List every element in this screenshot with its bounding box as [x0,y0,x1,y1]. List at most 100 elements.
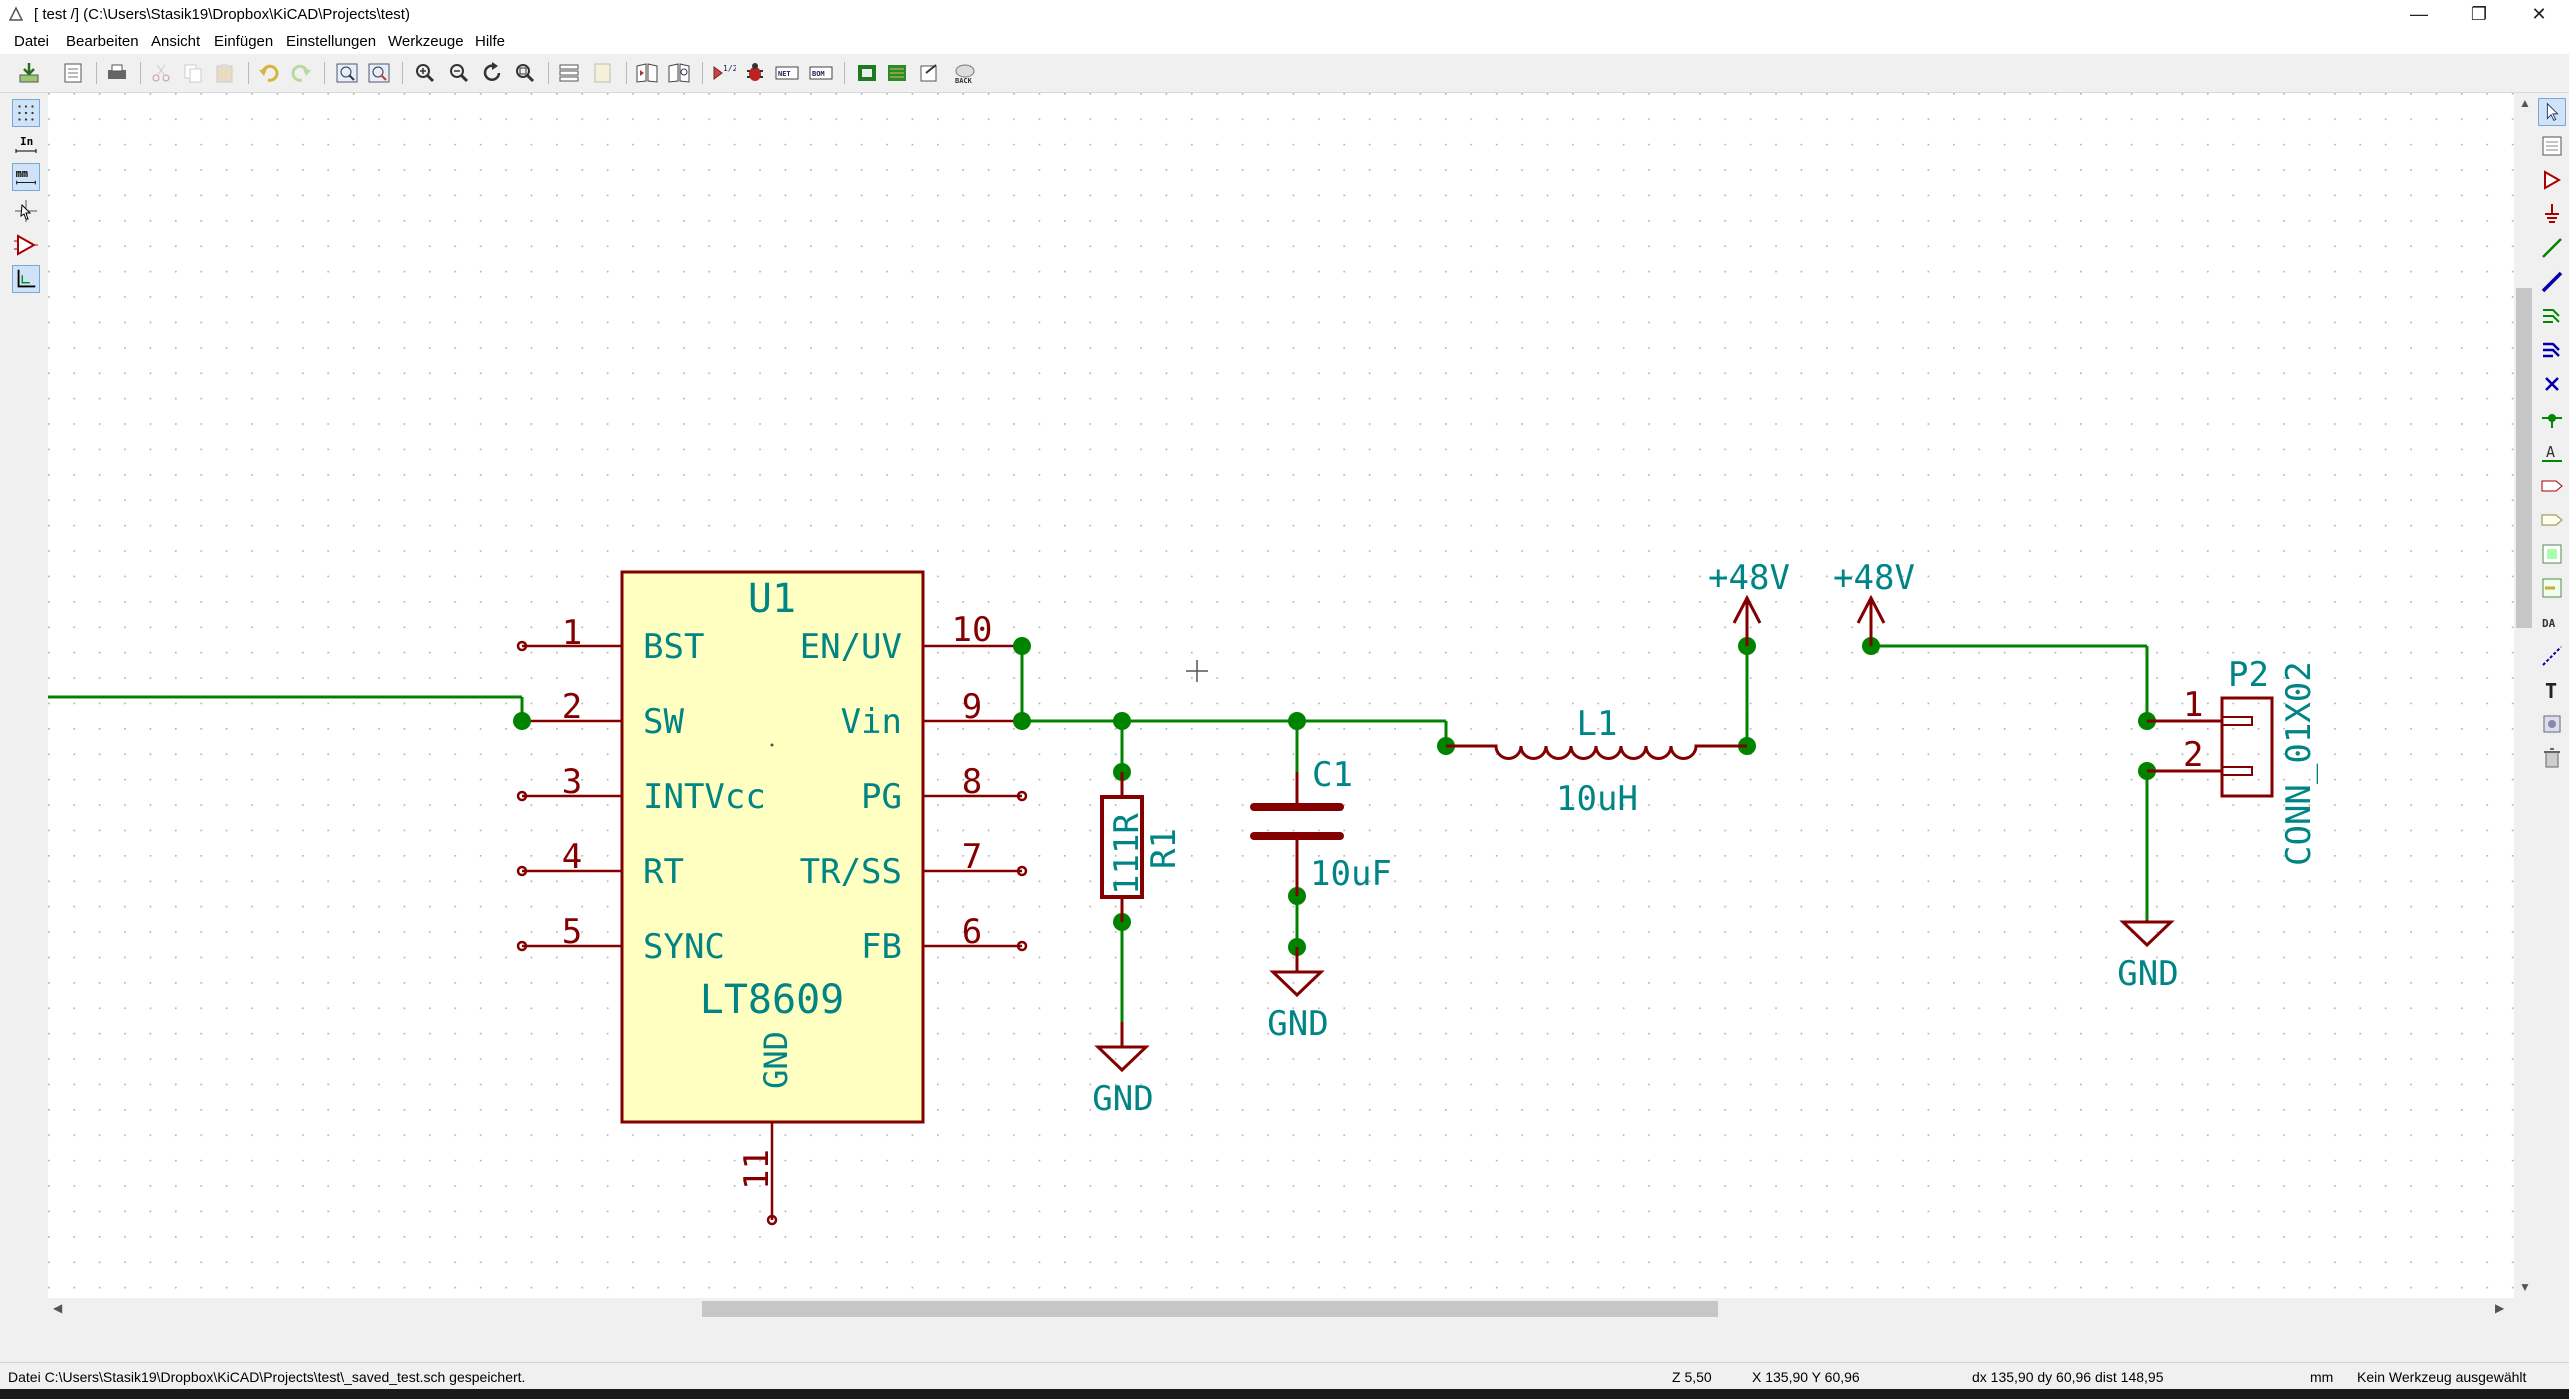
gnd-label[interactable]: GND [1267,1004,1328,1044]
p2-pin-num: 2 [2183,735,2203,775]
gnd-symbols[interactable] [1094,920,2175,1073]
full-cursor-icon[interactable] [12,197,40,225]
add-sheet-pin-icon[interactable]: DA [2538,608,2566,636]
bom-icon[interactable]: BOM [808,61,834,85]
power-48v-label[interactable]: +48V [1833,558,1915,598]
cvpcb-icon[interactable] [854,61,880,85]
r1-reference[interactable]: R1 [1144,828,1184,869]
scroll-down-icon[interactable]: ▼ [2519,1280,2531,1294]
add-graphic-line-icon[interactable] [2538,642,2566,670]
schematic-canvas[interactable]: U1 LT8609 GND 1 2 3 4 5 BST SW INTVcc RT… [48,93,2514,1302]
library-editor-icon[interactable] [634,61,660,85]
vertical-scroll-thumb[interactable] [2516,288,2532,628]
restore-button[interactable]: ❐ [2470,4,2488,24]
schematic-drawing[interactable]: U1 LT8609 GND 1 2 3 4 5 BST SW INTVcc RT… [48,93,2514,1302]
menu-einstellungen[interactable]: Einstellungen [286,33,377,50]
hierarchy-navigator-icon[interactable] [556,61,582,85]
redo-icon[interactable] [288,61,314,85]
u1-pin-num: 4 [562,837,582,877]
window-title: [ test /] (C:\Users\Stasik19\Dropbox\KiC… [34,6,410,23]
zoom-redraw-icon[interactable] [480,61,506,85]
erc-icon[interactable] [742,61,768,85]
pcbnew-icon[interactable] [884,61,910,85]
hidden-pins-icon[interactable] [12,231,40,259]
vertical-scrollbar[interactable] [2514,93,2534,1302]
import-sheet-pin-icon[interactable] [2538,574,2566,602]
power-symbol-48v[interactable] [1732,594,1886,646]
print-icon[interactable] [104,61,130,85]
c1-reference[interactable]: C1 [1312,755,1353,795]
zoom-out-icon[interactable] [446,61,472,85]
add-wire-icon[interactable] [2538,234,2566,262]
scroll-left-icon[interactable]: ◀ [53,1301,63,1315]
add-power-icon[interactable] [2538,200,2566,228]
status-coordinates: X 135,90 Y 60,96 [1752,1369,1860,1385]
bus-bus-entry-icon[interactable] [2538,336,2566,364]
leave-sheet-icon[interactable] [590,61,616,85]
menu-bearbeiten[interactable]: Bearbeiten [66,33,139,50]
power-48v-label[interactable]: +48V [1708,558,1790,598]
menu-einfuegen[interactable]: Einfügen [214,33,274,50]
gnd-label[interactable]: GND [1092,1079,1153,1119]
status-message: Datei C:\Users\Stasik19\Dropbox\KiCAD\Pr… [8,1369,526,1385]
menu-hilfe[interactable]: Hilfe [475,33,506,50]
delete-icon[interactable] [2538,744,2566,772]
p2-value[interactable]: CONN_01X02 [2279,661,2319,866]
l1-coil[interactable] [1446,744,1747,760]
add-hier-label-icon[interactable] [2538,506,2566,534]
zoom-in-icon[interactable] [412,61,438,85]
scroll-right-icon[interactable]: ▶ [2495,1301,2505,1315]
menu-ansicht[interactable]: Ansicht [151,33,201,50]
add-image-icon[interactable] [2538,710,2566,738]
grid-icon[interactable] [12,99,40,127]
wire-bus-entry-icon[interactable] [2538,302,2566,330]
paste-icon[interactable] [212,61,238,85]
add-label-icon[interactable]: A [2538,438,2566,466]
menu-werkzeuge[interactable]: Werkzeuge [388,33,464,50]
horizontal-scroll-thumb[interactable] [702,1301,1718,1317]
wires[interactable] [48,644,2149,1022]
scroll-up-icon[interactable]: ▲ [2519,96,2531,110]
mm-units-icon[interactable]: mm [12,163,40,191]
import-footprint-icon[interactable] [916,61,942,85]
p2-reference[interactable]: P2 [2228,655,2269,695]
add-text-icon[interactable]: T [2538,676,2566,704]
inch-units-icon[interactable]: In [12,131,40,159]
add-component-icon[interactable] [2538,166,2566,194]
add-global-label-icon[interactable] [2538,472,2566,500]
p2-body[interactable] [2220,696,2274,798]
new-schematic-icon[interactable] [16,61,42,85]
u1-reference[interactable]: U1 [748,576,796,622]
zoom-fit-icon[interactable] [512,61,538,85]
open-icon[interactable] [60,61,86,85]
orthogonal-wires-icon[interactable] [12,265,40,293]
minimize-button[interactable]: — [2410,4,2428,24]
select-arrow-icon[interactable] [2538,98,2566,126]
menu-datei[interactable]: Datei [14,33,50,50]
r1-value[interactable]: 111R [1107,813,1147,895]
c1-value[interactable]: 10uF [1310,854,1392,894]
l1-value[interactable]: 10uH [1556,779,1638,819]
l1-reference[interactable]: L1 [1577,704,1618,744]
back-annotate-icon[interactable]: BACK [952,61,978,85]
copy-icon[interactable] [180,61,206,85]
u1-pin-num: 6 [962,912,982,952]
gnd-label[interactable]: GND [2117,954,2178,994]
u1-body[interactable] [620,570,925,1124]
junction [1288,712,1306,730]
find-replace-icon[interactable] [366,61,392,85]
add-junction-icon[interactable] [2538,404,2566,432]
u1-value[interactable]: LT8609 [700,977,845,1023]
cut-icon[interactable] [148,61,174,85]
hierarchy-navigate-icon[interactable] [2538,132,2566,160]
close-button[interactable]: ✕ [2531,4,2547,24]
netlist-icon[interactable]: NET [774,61,800,85]
u1-gnd-pin-number: 11 [737,1149,777,1190]
undo-icon[interactable] [256,61,282,85]
library-browser-icon[interactable] [666,61,692,85]
no-connect-icon[interactable] [2538,370,2566,398]
add-sheet-icon[interactable] [2538,540,2566,568]
annotate-icon[interactable]: 1/2 [710,61,736,85]
add-bus-icon[interactable] [2538,268,2566,296]
find-icon[interactable] [334,61,360,85]
